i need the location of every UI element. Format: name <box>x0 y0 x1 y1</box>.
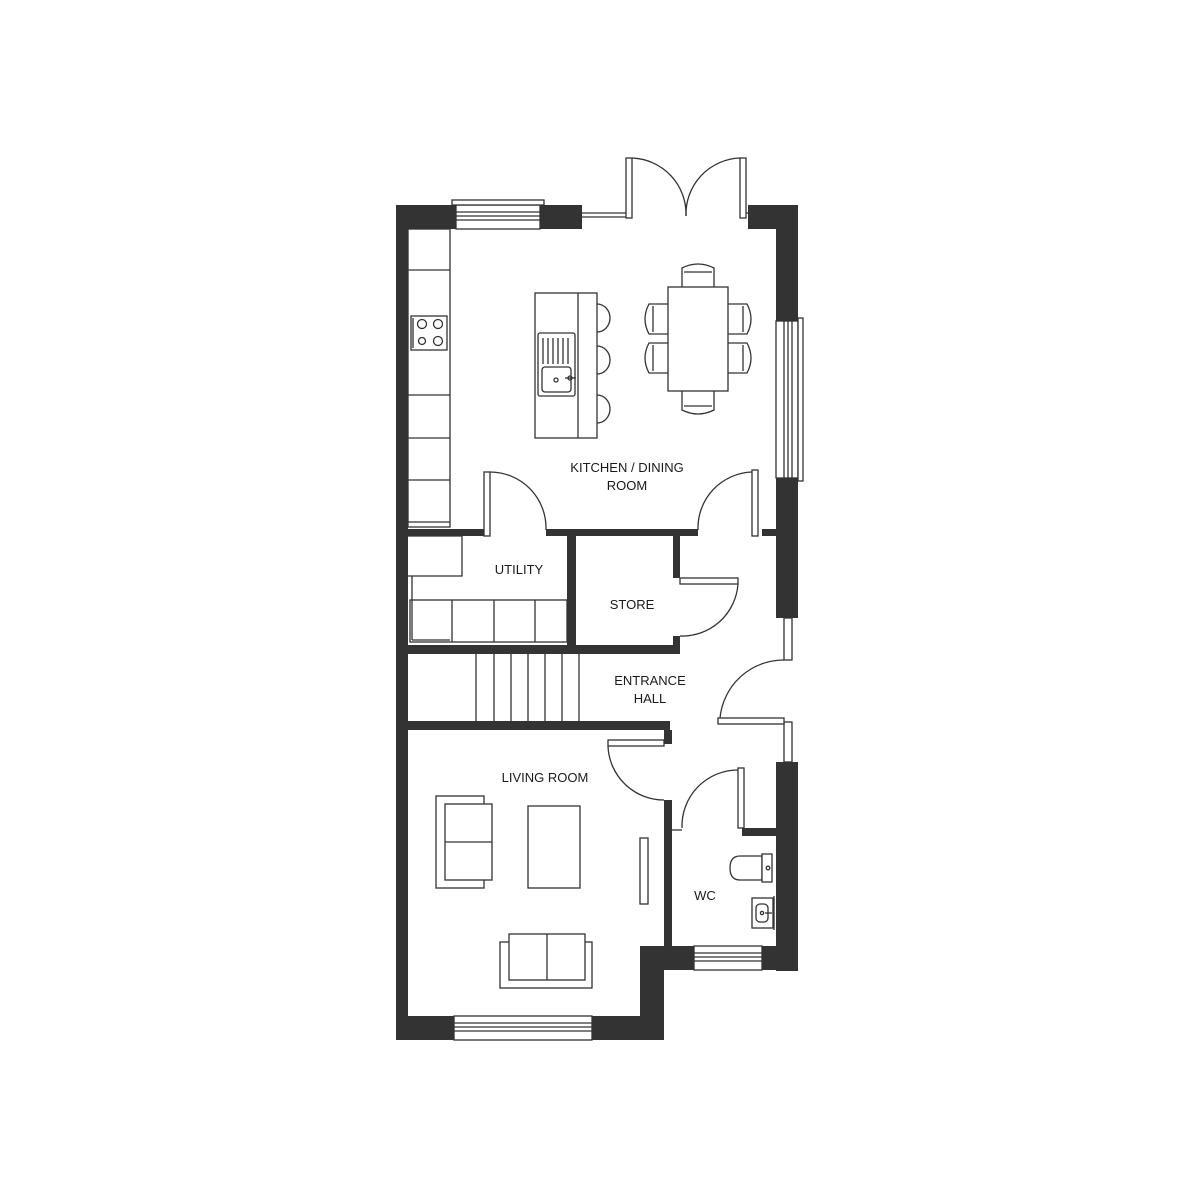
basin-icon <box>751 896 775 930</box>
wall-kitchen-hall-stub <box>762 529 776 536</box>
wall-living-wc <box>664 800 672 946</box>
wall-living-hall-stub <box>664 730 672 744</box>
room-label-entrance-hall: ENTRANCE <box>614 673 686 688</box>
wall-right-middle <box>776 478 798 618</box>
armchair-icon <box>435 795 493 889</box>
kitchen-fittings <box>407 228 752 528</box>
tv-unit-icon <box>639 837 649 905</box>
wall-stair-top <box>408 645 680 654</box>
door-utility <box>483 471 547 537</box>
living-room-furniture <box>435 795 649 989</box>
wc-fittings <box>729 853 775 930</box>
room-label-kitchen-dining: KITCHEN / DINING <box>570 460 683 475</box>
door-store <box>679 577 739 637</box>
wall-living-step-horizontal <box>640 946 694 970</box>
room-label-utility: UTILITY <box>495 562 544 577</box>
utility-fittings <box>408 535 568 643</box>
wall-kitchen-utility <box>408 529 484 536</box>
kitchen-worktop <box>407 228 451 528</box>
kitchen-island <box>534 292 598 439</box>
wall-right-lower <box>776 762 798 971</box>
room-labels: KITCHEN / DINING ROOM UTILITY STORE ENTR… <box>495 460 716 903</box>
wall-utility-store <box>567 536 576 647</box>
door-living-room <box>607 739 665 801</box>
window-kitchen-right <box>775 317 804 482</box>
wall-kitchen-store <box>546 529 698 536</box>
staircase <box>475 654 580 721</box>
doors <box>483 157 793 831</box>
room-label-wc: WC <box>694 888 716 903</box>
walls <box>396 205 798 1040</box>
window-wc-bottom <box>693 945 763 971</box>
bar-stools <box>596 303 611 424</box>
window-kitchen-top <box>451 199 545 230</box>
wall-store-jamb-upper <box>673 536 680 578</box>
window-living-bottom <box>453 1015 593 1041</box>
room-label-kitchen-dining-line2: ROOM <box>607 478 647 493</box>
dining-chairs <box>644 263 752 415</box>
hob-icon <box>410 315 448 351</box>
wall-top-left <box>396 205 456 229</box>
coffee-table-icon <box>527 805 581 889</box>
wall-stair-bottom <box>408 721 670 730</box>
wall-top-middle <box>540 205 582 229</box>
wall-left-exterior <box>396 205 408 1040</box>
wall-bottom-left <box>396 1016 454 1040</box>
room-label-store: STORE <box>610 597 655 612</box>
wall-right-upper <box>776 205 798 321</box>
room-label-entrance-hall-line2: HALL <box>634 691 667 706</box>
door-hall-kitchen <box>697 469 759 537</box>
door-wc <box>672 767 745 831</box>
wall-wc-bottom-right <box>762 946 798 970</box>
wall-wc-top <box>742 828 776 836</box>
sofa-icon <box>499 933 593 989</box>
windows <box>451 199 804 1041</box>
sink-icon <box>537 332 576 397</box>
french-doors-kitchen <box>582 157 748 219</box>
room-label-living-room: LIVING ROOM <box>502 770 589 785</box>
toilet-icon <box>729 853 773 883</box>
door-front-entrance <box>717 617 793 763</box>
dining-table-icon <box>667 286 729 392</box>
